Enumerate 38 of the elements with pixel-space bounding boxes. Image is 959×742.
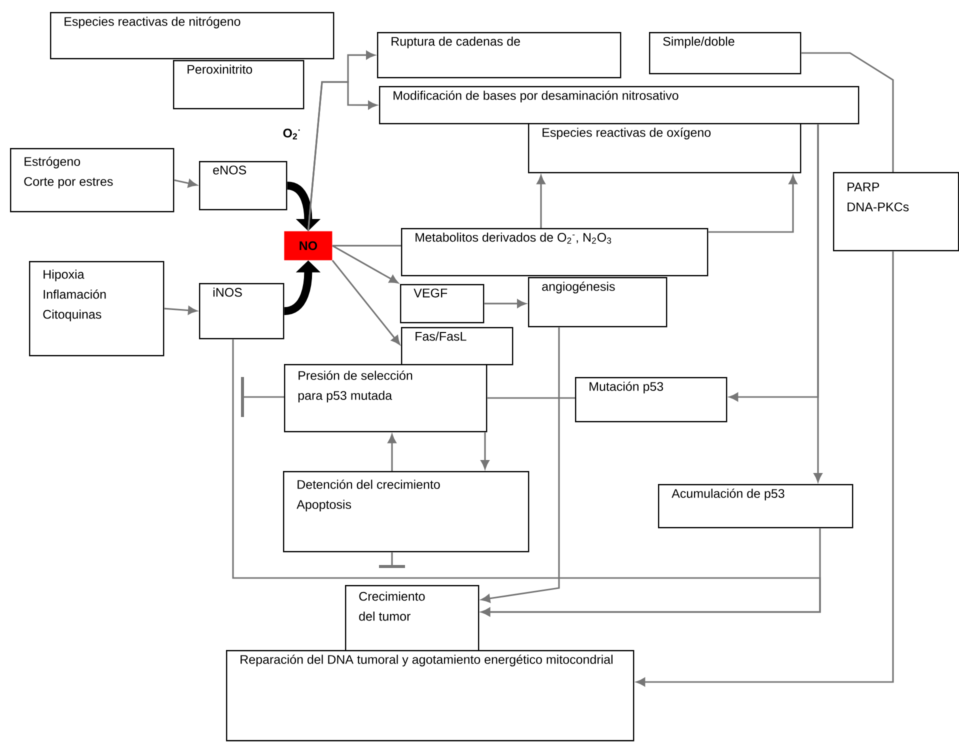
- process-box: Ruptura de cadenas de: [377, 32, 622, 78]
- arrow: [536, 175, 546, 228]
- process-box: Simple/doble: [649, 32, 802, 74]
- arrow: [174, 179, 198, 188]
- arrow: [636, 251, 894, 686]
- arrow: [481, 327, 560, 603]
- process-box: eNOS: [199, 161, 288, 210]
- arrow: [332, 260, 400, 345]
- connector-line: [487, 397, 575, 399]
- process-box: Modificación de bases por desaminación nitrosativo: [379, 86, 860, 124]
- arrow: [480, 432, 490, 470]
- formula-label: O$_{2}$·: [283, 128, 300, 140]
- process-box: Hipoxia Inflamación Citoquinas: [29, 261, 164, 356]
- arrow: [481, 528, 821, 616]
- process-box: Detención del crecimiento Apoptosis: [283, 471, 530, 552]
- process-box: Acumulación de p53: [658, 484, 854, 528]
- arrow: [332, 245, 398, 284]
- process-box: angiogénesis: [528, 277, 668, 328]
- arrow: [388, 434, 396, 471]
- process-box: Especies reactivas de oxígeno: [528, 123, 802, 174]
- connector-line: [801, 52, 894, 172]
- process-box: Crecimiento del tumor: [345, 585, 480, 652]
- arrow: [814, 124, 822, 482]
- process-box: Fas/FasL: [401, 327, 514, 366]
- process-box: VEGF: [400, 284, 484, 324]
- arrow: [164, 306, 198, 315]
- process-box: iNOS: [199, 283, 284, 340]
- arrow: [307, 81, 378, 232]
- process-box: Mutación p53: [575, 377, 728, 422]
- connector-line: [332, 244, 401, 246]
- arrow: [708, 175, 798, 233]
- highlight-box: NO: [284, 231, 332, 260]
- arrow: [484, 299, 526, 308]
- process-box: Peroxinitrito: [173, 60, 304, 110]
- inhibition-line: [379, 552, 405, 568]
- process-box: Estrógeno Corte por estres: [10, 148, 174, 212]
- inhibition-line: [241, 377, 284, 417]
- process-box: PARP DNA-PKCs: [833, 172, 959, 252]
